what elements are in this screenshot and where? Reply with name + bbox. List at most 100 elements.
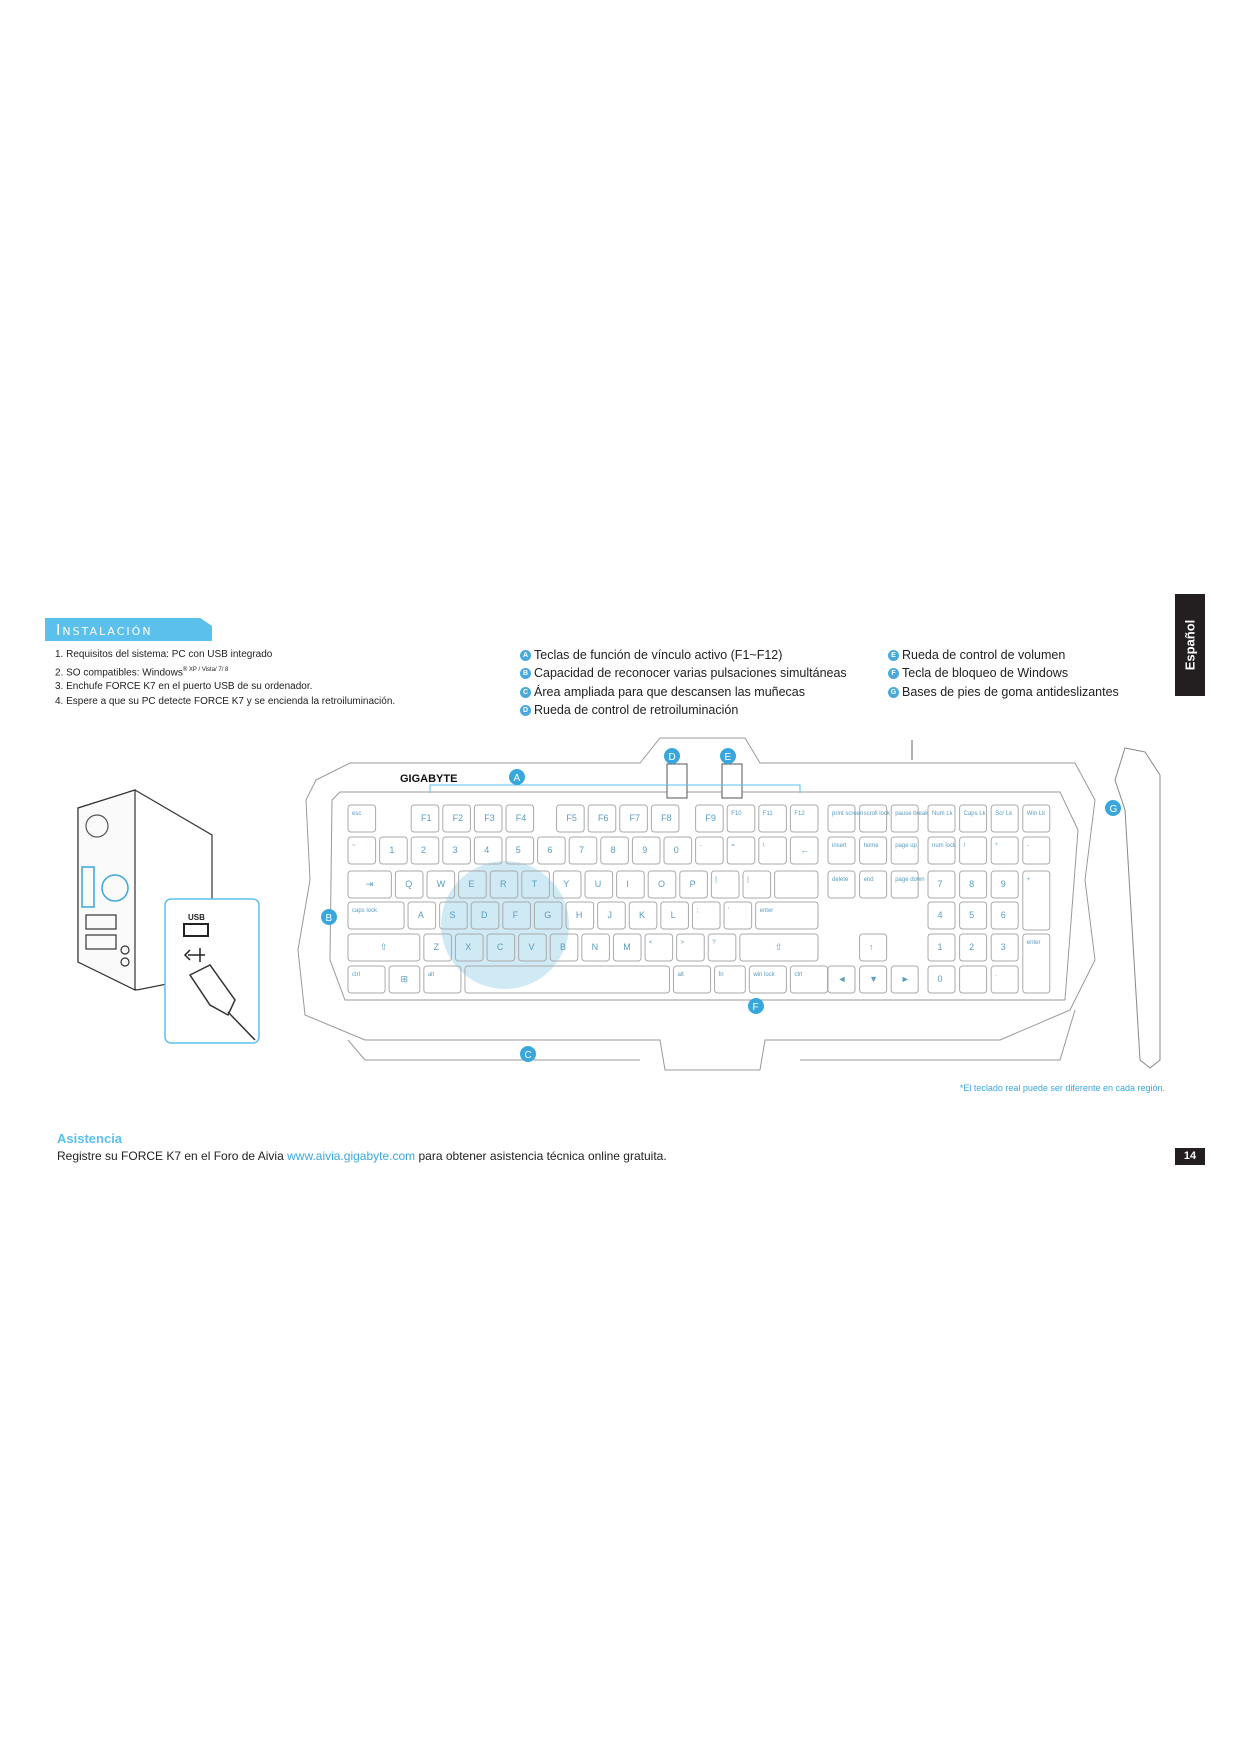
- key: [473, 836, 503, 865]
- indicator-key: [959, 804, 988, 833]
- aivia-link[interactable]: www.aivia.gigabyte.com: [287, 1149, 416, 1163]
- key-label: ►: [901, 974, 910, 984]
- callout-letter: G: [1110, 804, 1118, 815]
- key: [647, 870, 677, 899]
- support-text-after: para obtener asistencia técnica online g…: [415, 1149, 667, 1163]
- key-label: 9: [1001, 879, 1006, 889]
- key-label: 0: [674, 845, 679, 855]
- key-label: 3: [1001, 942, 1006, 952]
- key-label: F9: [705, 813, 716, 823]
- indicator-key: [927, 804, 956, 833]
- key-label: F1: [421, 813, 432, 823]
- feature-text: Bases de pies de goma antideslizantes: [902, 684, 1119, 699]
- key: [723, 901, 753, 930]
- key: [726, 836, 756, 865]
- key-label: Scr Lk: [995, 811, 1013, 817]
- key-label: F6: [598, 813, 609, 823]
- numpad-key: [1022, 933, 1051, 994]
- key-label: win lock: [752, 972, 775, 978]
- indicator-key: [990, 804, 1019, 833]
- key-label: F5: [566, 813, 577, 823]
- key-label: G: [544, 910, 551, 920]
- key: [691, 901, 721, 930]
- nav-key: [890, 965, 919, 994]
- feature-text: Tecla de bloqueo de Windows: [902, 666, 1069, 681]
- key-label: 7: [938, 879, 943, 889]
- key-label: +: [1027, 877, 1031, 883]
- key-label: ↑: [869, 942, 874, 952]
- key: [388, 965, 421, 994]
- key-label: 1: [389, 845, 394, 855]
- key: [597, 901, 626, 930]
- key-label: pause break: [895, 811, 929, 817]
- key: [672, 965, 712, 994]
- nav-key: [827, 965, 856, 994]
- key-label: F8: [661, 813, 672, 823]
- key: [394, 870, 424, 899]
- key: [549, 933, 579, 962]
- key-label: ]: [747, 877, 749, 883]
- key-label: caps lock: [352, 908, 378, 914]
- nav-key: [859, 870, 888, 899]
- numpad-key: [927, 901, 956, 930]
- key-label: <: [649, 940, 653, 946]
- key-label: ctrl: [352, 972, 360, 978]
- key-label: alt: [428, 972, 435, 978]
- key-label: enter: [760, 908, 774, 914]
- key-label: ⇥: [366, 879, 374, 889]
- key-label: page down: [895, 877, 924, 883]
- numpad-key: [990, 836, 1019, 865]
- callout-c: [520, 1046, 536, 1062]
- callout-letter: A: [514, 773, 521, 784]
- callout-badge: G: [888, 686, 899, 698]
- numpad-key: [927, 933, 956, 962]
- key: [710, 870, 740, 899]
- nav-key: [890, 836, 919, 865]
- key-label: ←: [800, 845, 809, 855]
- nav-key: [827, 870, 856, 899]
- key: [347, 870, 392, 899]
- key-label: 3: [453, 845, 458, 855]
- callout-d: [664, 748, 680, 764]
- key: [533, 901, 563, 930]
- key: [644, 933, 674, 962]
- key-label: B: [560, 942, 566, 952]
- key-label: insert: [832, 843, 847, 849]
- key: [423, 933, 452, 962]
- key-label: ⇧: [775, 942, 783, 952]
- key: [755, 901, 819, 930]
- disclaimer-note: *El teclado real puede ser diferente en …: [959, 1083, 1165, 1093]
- numpad-key: [959, 870, 988, 899]
- callout-b: [321, 909, 337, 925]
- key: [628, 901, 658, 930]
- nav-key: [827, 836, 856, 865]
- key-label: ◄: [838, 974, 847, 984]
- callout-letter: B: [326, 913, 333, 924]
- key-label: Y: [563, 879, 569, 889]
- usb-port-icon: [183, 923, 209, 937]
- key: [552, 870, 582, 899]
- step-4: 4. Espere a que su PC detecte FORCE K7 y…: [55, 695, 396, 707]
- key: [442, 804, 471, 833]
- key: [379, 836, 408, 865]
- key-label: P: [690, 879, 696, 889]
- key-label: 5: [969, 910, 974, 920]
- key-label: I: [626, 879, 629, 889]
- feature-text: Capacidad de reconocer varias pulsacione…: [534, 666, 847, 681]
- step-2: 2. SO compatibles: Windows® XP / Vista/ …: [55, 663, 395, 681]
- callout-g: [1105, 800, 1121, 816]
- numpad-key: [1022, 836, 1051, 865]
- key: [695, 836, 724, 865]
- key: [489, 870, 519, 899]
- key-label: ctrl: [794, 972, 802, 978]
- key-label: scroll lock: [864, 811, 891, 817]
- key: [442, 836, 471, 865]
- key-label: home: [864, 843, 880, 849]
- key-label: Caps Lk: [964, 811, 987, 817]
- key-label: ?: [712, 940, 716, 946]
